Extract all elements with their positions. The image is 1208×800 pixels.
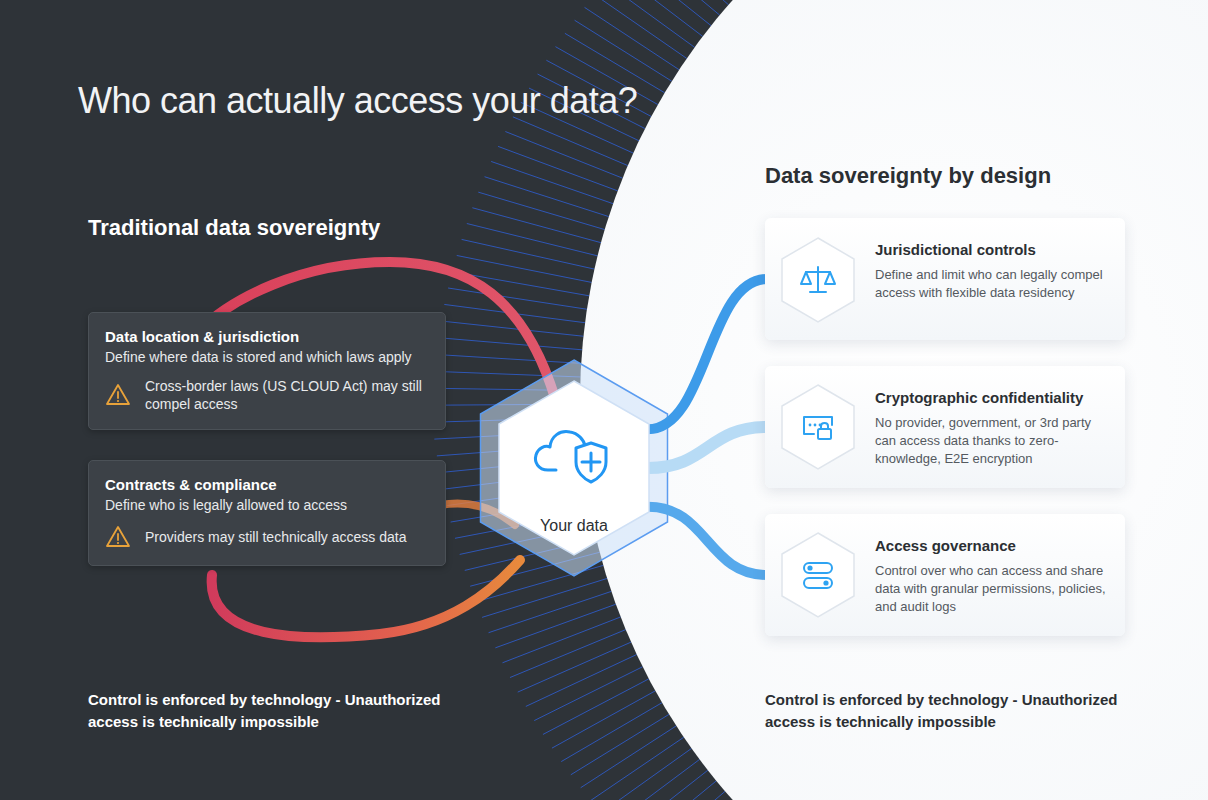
stripe (585, 7, 680, 69)
summary-note: Control is enforced by technology - Unau… (88, 689, 460, 733)
connector (648, 279, 767, 429)
stripe (575, 20, 672, 81)
problem-card: Data location & jurisdictionDefine where… (88, 312, 446, 430)
scales-icon (782, 238, 854, 322)
section-heading: Data sovereignty by design (765, 162, 1051, 190)
stripe (561, 703, 662, 762)
node-heading: Data location & jurisdiction (105, 327, 429, 347)
cloud-shield-icon (536, 432, 607, 482)
toggle-icon (782, 533, 854, 617)
stripe (435, 354, 581, 363)
node-body: Define where data is stored and which la… (105, 347, 429, 367)
hex-glow (481, 360, 668, 576)
stripe (485, 177, 609, 217)
stripe (627, 0, 711, 26)
stripe (650, 0, 729, 5)
node-heading: Jurisdictional controls (875, 240, 1109, 260)
stripe (467, 224, 598, 256)
stripe (478, 192, 604, 229)
stripe (634, 781, 716, 800)
feature-card: Jurisdictional controlsDefine and limit … (765, 218, 1125, 340)
stripe (518, 642, 631, 692)
node-heading: Contracts & compliance (105, 475, 429, 495)
stripe (441, 321, 583, 336)
stripe (543, 679, 649, 735)
stripe (448, 288, 587, 309)
stripe (462, 239, 595, 269)
connector (648, 507, 767, 575)
data-hexagon: Your data (498, 380, 650, 556)
stripe (595, 0, 687, 58)
orange-ribbon (212, 560, 520, 637)
section-heading: Traditional data sovereignty (88, 214, 380, 242)
node-body: Control over who can access and share da… (875, 562, 1109, 616)
hexagon-outline (499, 381, 649, 555)
keypad-lock-icon (782, 385, 854, 469)
warning-note: Cross-border laws (US CLOUD Act) may sti… (105, 377, 429, 413)
connector (648, 427, 767, 468)
summary-note: Control is enforced by technology - Unau… (765, 689, 1137, 733)
feature-card: Access governanceControl over who can ac… (765, 514, 1125, 636)
node-body: No provider, government, or 3rd party ca… (875, 414, 1109, 468)
node-label: Your data (498, 380, 650, 536)
stripe (591, 737, 684, 800)
problem-card: Contracts & complianceDefine who is lega… (88, 460, 446, 566)
stripe (526, 655, 637, 707)
stripe (605, 0, 694, 47)
stripe (645, 791, 725, 800)
stripe (552, 691, 655, 748)
node-heading: Access governance (875, 536, 1109, 556)
node-heading: Cryptographic confidentiality (875, 388, 1109, 408)
stripe (612, 759, 700, 800)
stripe (638, 0, 719, 15)
node-body: Define who is legally allowed to access (105, 495, 429, 515)
stripe (472, 208, 601, 243)
stripe (623, 770, 708, 800)
stripe (534, 667, 642, 721)
page-title: Who can actually access your data? (78, 80, 637, 122)
stripe (491, 161, 613, 203)
node-body: Define and limit who can legally compel … (875, 266, 1109, 302)
light-ground (580, 0, 1208, 800)
stripe (438, 338, 582, 350)
stripe (581, 726, 677, 788)
stripe (571, 714, 669, 774)
feature-card: Cryptographic confidentiality No provider… (765, 366, 1125, 488)
stripe (601, 748, 691, 800)
warning-note: Providers may still technically access d… (105, 525, 429, 549)
